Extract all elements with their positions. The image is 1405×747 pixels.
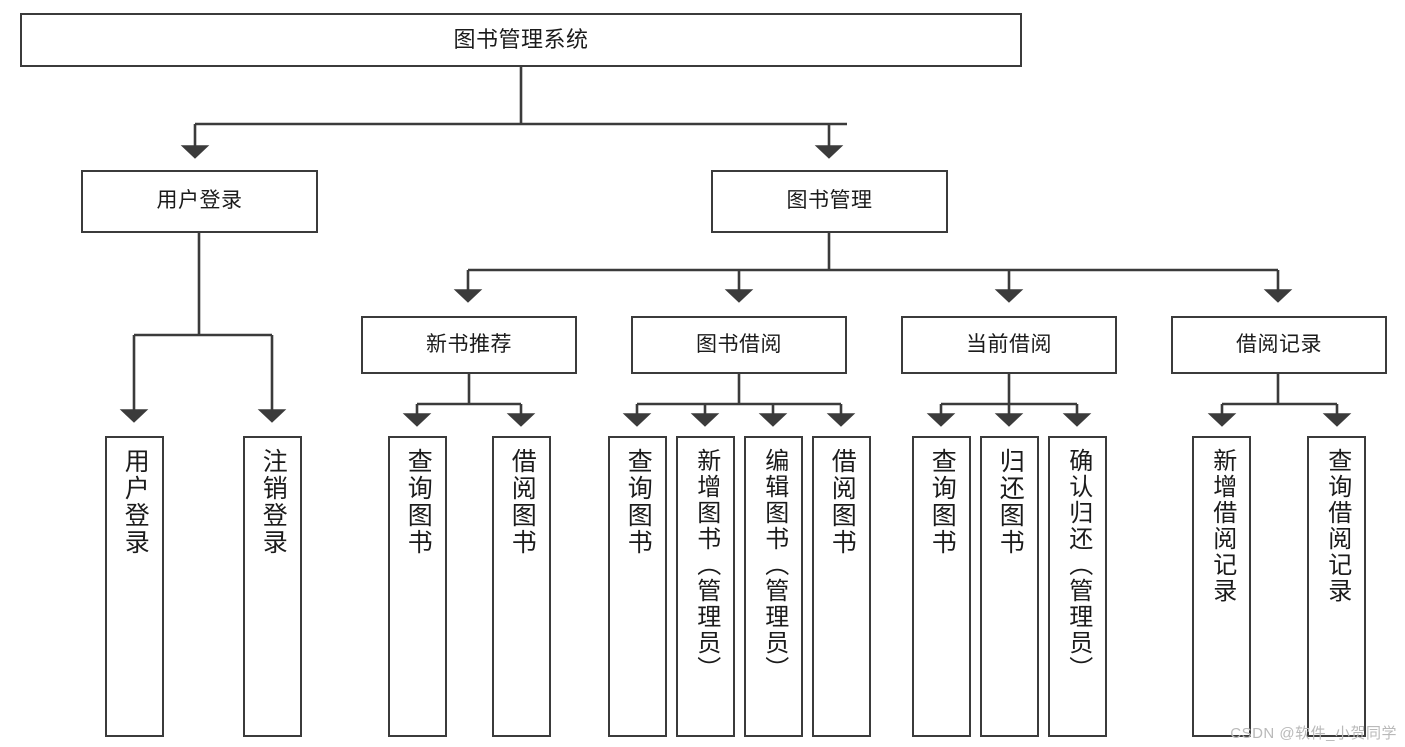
node-label: 借阅图书 — [828, 448, 857, 556]
node-label: 确认归还（管理员） — [1064, 448, 1092, 682]
node-book-management[interactable]: 图书管理 — [711, 170, 948, 233]
node-label: 查询图书 — [404, 448, 433, 556]
node-label: 编辑图书（管理员） — [760, 448, 788, 682]
node-leaf-borrow-book[interactable]: 借阅图书 — [812, 436, 871, 737]
node-label: 图书借阅 — [696, 332, 782, 356]
node-label: 新增图书（管理员） — [692, 448, 720, 682]
node-leaf-query-book[interactable]: 查询图书 — [608, 436, 667, 737]
node-leaf-query-borrow-record[interactable]: 查询借阅记录 — [1307, 436, 1366, 737]
node-label: 查询图书 — [624, 448, 653, 556]
node-label: 注销登录 — [259, 448, 288, 556]
node-leaf-edit-book-admin[interactable]: 编辑图书（管理员） — [744, 436, 803, 737]
node-leaf-add-borrow-record[interactable]: 新增借阅记录 — [1192, 436, 1251, 737]
node-label: 新增借阅记录 — [1208, 448, 1236, 604]
node-book-management-system[interactable]: 图书管理系统 — [20, 13, 1022, 67]
node-current-borrowing[interactable]: 当前借阅 — [901, 316, 1117, 374]
node-leaf-user-login[interactable]: 用户登录 — [105, 436, 164, 737]
node-label: 用户登录 — [121, 448, 150, 556]
node-borrowing-records[interactable]: 借阅记录 — [1171, 316, 1387, 374]
watermark: CSDN @软件_小贺同学 — [1230, 725, 1397, 742]
node-leaf-query-book-current[interactable]: 查询图书 — [912, 436, 971, 737]
node-label: 借阅图书 — [508, 448, 537, 556]
node-user-login[interactable]: 用户登录 — [81, 170, 318, 233]
node-book-borrowing[interactable]: 图书借阅 — [631, 316, 847, 374]
node-label: 用户登录 — [156, 189, 243, 213]
node-new-book-recommendation[interactable]: 新书推荐 — [361, 316, 577, 374]
node-label: 归还图书 — [996, 448, 1025, 556]
node-label: 当前借阅 — [966, 332, 1052, 356]
node-leaf-confirm-return-admin[interactable]: 确认归还（管理员） — [1048, 436, 1107, 737]
node-label: 图书管理系统 — [453, 27, 589, 53]
node-label: 查询借阅记录 — [1323, 448, 1351, 604]
node-label: 查询图书 — [928, 448, 957, 556]
node-leaf-add-book-admin[interactable]: 新增图书（管理员） — [676, 436, 735, 737]
node-leaf-logout[interactable]: 注销登录 — [243, 436, 302, 737]
node-label: 图书管理 — [786, 189, 873, 213]
node-label: 借阅记录 — [1236, 332, 1322, 356]
node-leaf-query-book-recommend[interactable]: 查询图书 — [388, 436, 447, 737]
node-label: 新书推荐 — [426, 332, 512, 356]
node-leaf-return-book[interactable]: 归还图书 — [980, 436, 1039, 737]
node-leaf-borrow-book-recommend[interactable]: 借阅图书 — [492, 436, 551, 737]
